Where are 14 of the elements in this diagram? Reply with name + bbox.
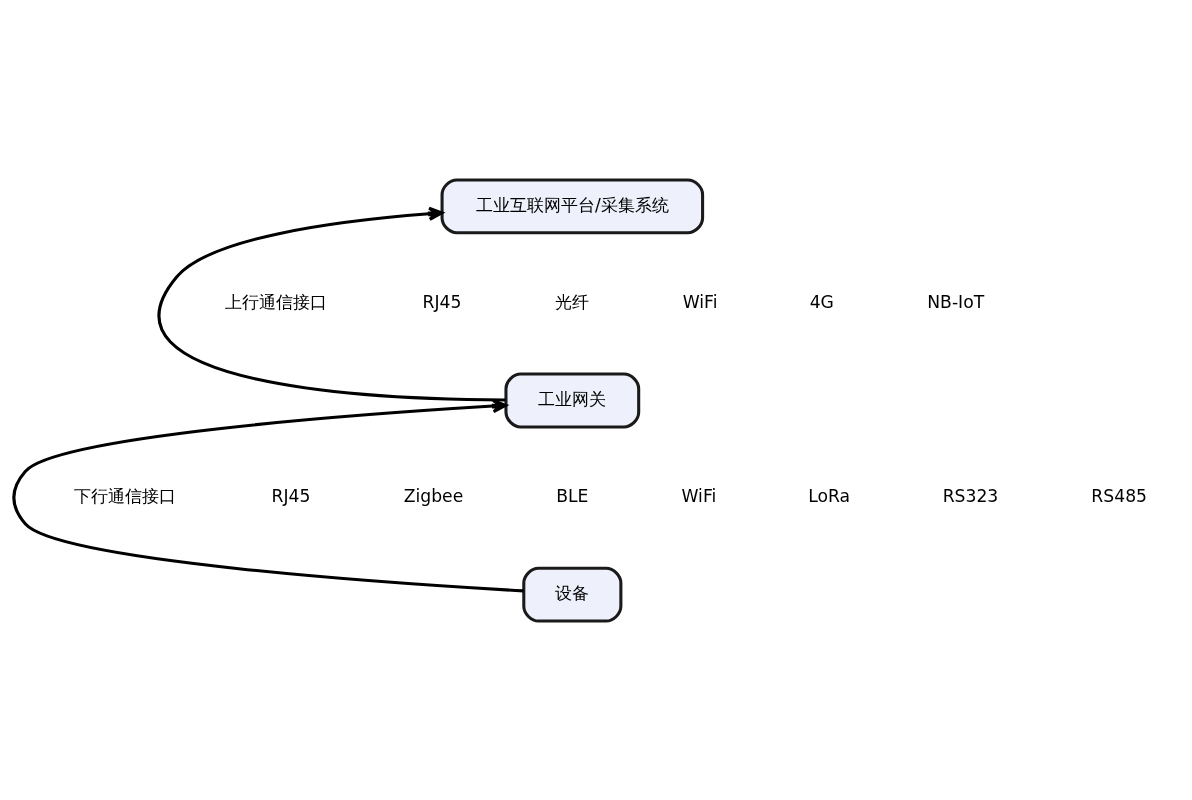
label: RS323: [942, 485, 999, 506]
label: LoRa: [808, 485, 851, 506]
label: 下行通信接口: [74, 485, 177, 506]
label: RJ45: [422, 291, 462, 312]
label: RJ45: [271, 485, 311, 506]
label: 光纤: [555, 291, 590, 312]
label: 上行通信接口: [225, 291, 328, 312]
label: NB-IoT: [927, 291, 985, 312]
label: RS485: [1091, 485, 1148, 506]
label: WiFi: [682, 291, 718, 312]
label: WiFi: [681, 485, 717, 506]
label: BLE: [556, 485, 589, 506]
label: 4G: [809, 291, 834, 312]
label: Zigbee: [403, 485, 464, 506]
